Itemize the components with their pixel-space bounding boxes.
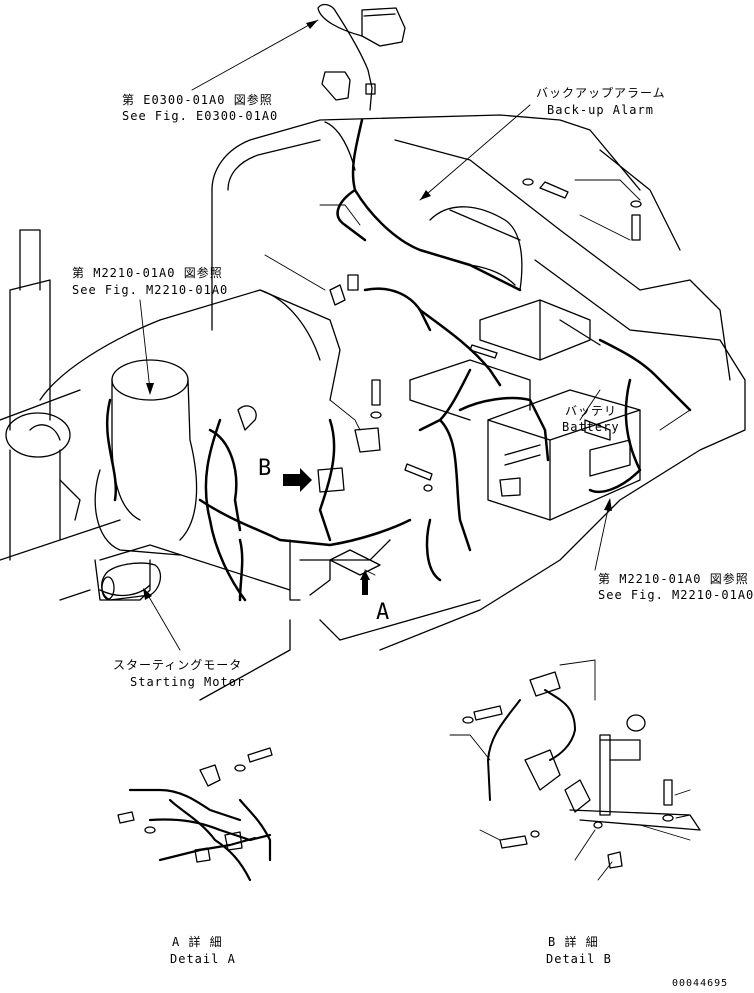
leader-lines <box>139 19 691 651</box>
callout-b-label: B <box>258 456 272 481</box>
backup-alarm-jp: バックアップアラーム <box>536 86 666 100</box>
backup-alarm-en: Back-up Alarm <box>547 103 654 117</box>
backup-alarm-device <box>317 3 406 111</box>
machine-body-outline <box>0 114 746 701</box>
detail-a-drawing <box>117 747 273 882</box>
intake-duct <box>94 359 198 601</box>
callout-arrows <box>283 468 370 595</box>
detail-b-title-en: Detail B <box>546 952 612 966</box>
wiring-harness <box>105 118 692 602</box>
detail-a-title-en: Detail A <box>170 952 236 966</box>
m2210-right-ref-en: See Fig. M2210-01A0 <box>598 588 754 602</box>
detail-b-drawing <box>449 659 701 881</box>
e0300-ref-jp: 第 E0300-01A0 図参照 <box>122 93 273 107</box>
callout-a-label: A <box>376 600 390 625</box>
drawing-number: 00044695 <box>672 978 729 989</box>
battery-label-en: Battery <box>562 420 620 434</box>
battery-label-jp: バッテリ <box>565 404 618 418</box>
e0300-ref-en: See Fig. E0300-01A0 <box>122 109 279 123</box>
detail-a-title-jp: A 詳 細 <box>172 935 223 949</box>
m2210-top-ref-jp: 第 M2210-01A0 図参照 <box>72 266 223 280</box>
starting-motor-en: Starting Motor <box>130 675 246 689</box>
exhaust-pipe <box>5 229 81 561</box>
battery-box <box>409 299 591 421</box>
m2210-top-ref-en: See Fig. M2210-01A0 <box>72 283 229 297</box>
detail-b-title-jp: B 詳 細 <box>548 935 599 949</box>
starting-motor <box>101 562 162 601</box>
starting-motor-jp: スターティングモータ <box>113 658 243 672</box>
fasteners <box>237 178 642 576</box>
m2210-right-ref-jp: 第 M2210-01A0 図参照 <box>598 572 749 586</box>
battery <box>487 389 641 521</box>
